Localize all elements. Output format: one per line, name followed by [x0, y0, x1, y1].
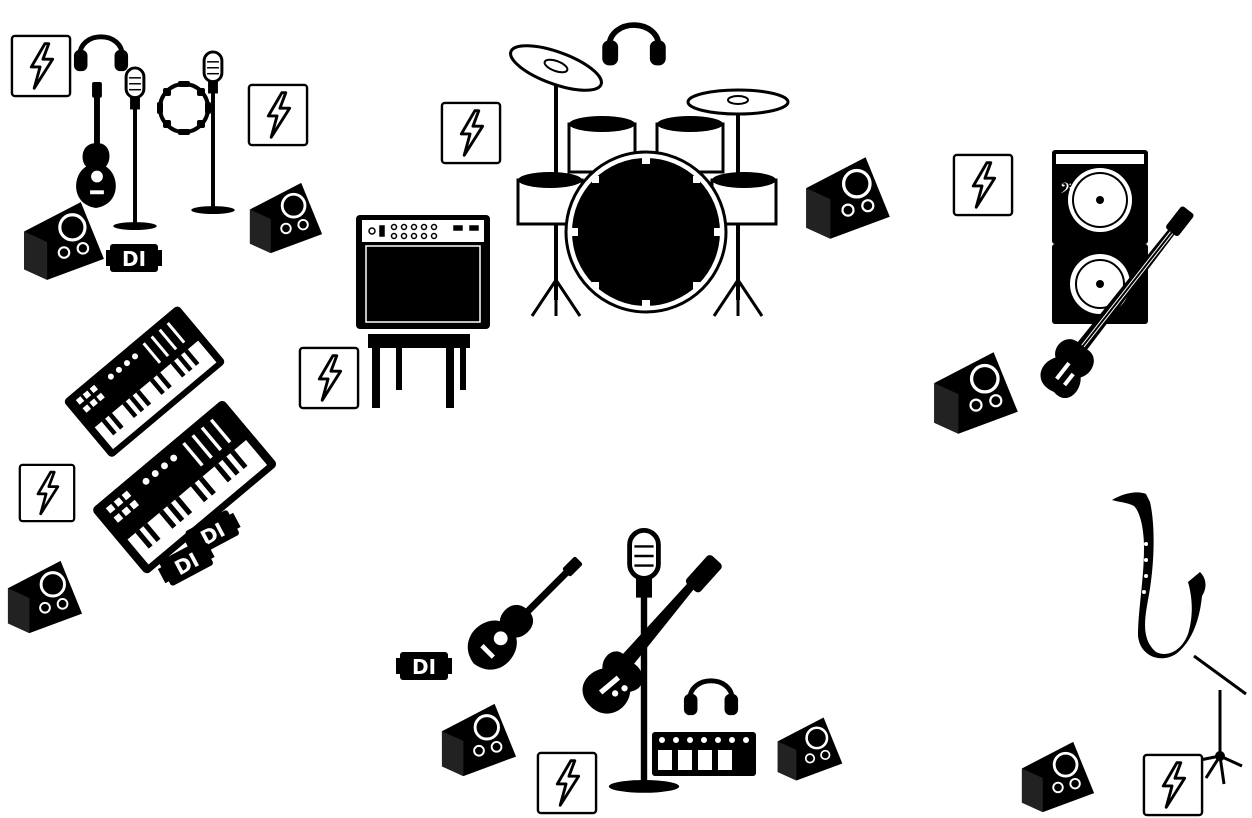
- power-outlet-icon: [12, 36, 70, 96]
- acoustic-vocal-tambourine-zone: [12, 36, 322, 280]
- power-outlet-icon: [20, 465, 74, 521]
- guitar-amp-icon: [356, 215, 490, 329]
- power-outlet-icon: [954, 155, 1012, 215]
- monitor-wedge-icon: [442, 704, 516, 776]
- acoustic-guitar-icon: [76, 82, 116, 208]
- power-outlet-icon: [249, 85, 307, 145]
- power-outlet-icon: [300, 348, 358, 408]
- acoustic-guitar-icon: [457, 543, 594, 680]
- power-outlet-icon: [538, 753, 596, 813]
- monitor-wedge-icon: [250, 183, 322, 253]
- amp-stand-icon: [368, 334, 470, 408]
- monitor-wedge-icon: [934, 352, 1018, 433]
- tambourine-mic-stand-icon: [191, 52, 234, 214]
- di-box-icon: [106, 244, 162, 272]
- saxophone-icon: [1112, 492, 1206, 658]
- monitor-wedge-icon: [806, 157, 890, 238]
- front-vocal-guitar-zone: [396, 530, 842, 813]
- power-outlet-icon: [1144, 755, 1202, 815]
- monitor-wedge-icon: [1022, 742, 1094, 812]
- svg-text:𝄢: 𝄢: [1060, 180, 1072, 201]
- bass-cabinet-icon: 𝄢: [1052, 150, 1148, 324]
- keyboard-zone: [8, 305, 278, 633]
- guitar-amp-zone: [300, 215, 490, 408]
- monitor-wedge-icon: [778, 718, 843, 781]
- headphones-icon: [684, 681, 738, 715]
- headphones-icon: [74, 37, 128, 71]
- power-outlet-icon: [442, 103, 500, 163]
- drum-kit-icon: [505, 37, 788, 316]
- drum-zone: [442, 25, 890, 316]
- headphones-icon: [602, 25, 665, 65]
- monitor-wedge-icon: [8, 561, 82, 633]
- vocal-mic-stand-icon: [113, 68, 156, 230]
- tambourine-icon: [157, 81, 211, 135]
- effects-pedalboard-icon: [652, 732, 756, 776]
- saxophone-zone: [1022, 492, 1246, 815]
- monitor-wedge-icon: [24, 202, 104, 280]
- electric-guitar-icon: [564, 552, 751, 723]
- bass-zone: 𝄢: [934, 150, 1207, 434]
- di-box-icon: [396, 652, 452, 680]
